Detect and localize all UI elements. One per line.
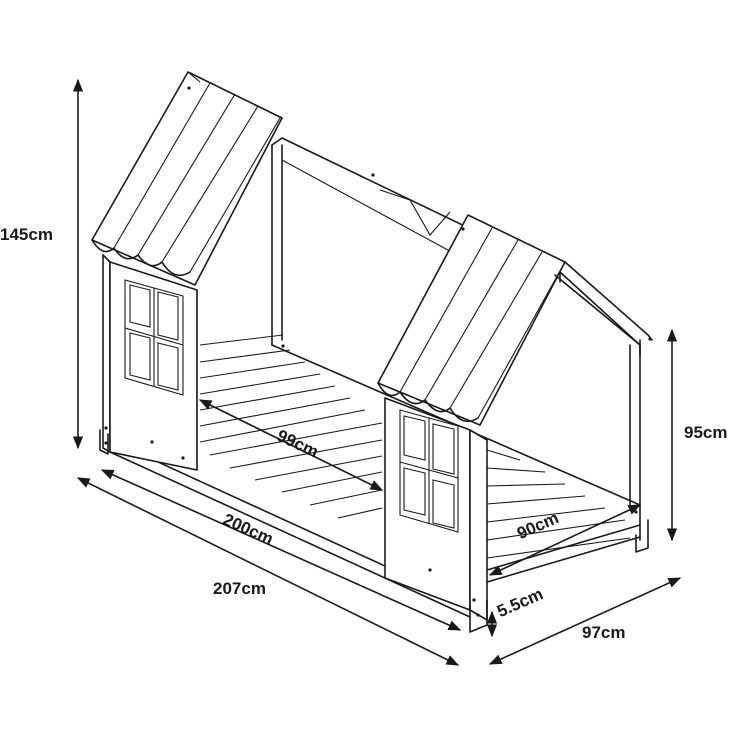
dim-line-width-inner: [488, 504, 642, 576]
dim-line-slat-span: [198, 399, 384, 491]
right-roof: [377, 214, 653, 426]
label-height-side: 95cm: [684, 423, 728, 442]
left-gable: [91, 71, 283, 471]
left-roof: [91, 71, 283, 286]
right-gable: [377, 214, 653, 621]
screw-dots: [104, 86, 652, 617]
dim-line-width-outer: [488, 577, 682, 665]
label-length-outer: 207cm: [213, 579, 266, 598]
label-height-total: 145cm: [0, 225, 53, 244]
dim-line-length-outer: [76, 477, 460, 666]
left-window: [124, 279, 184, 396]
label-width-outer: 97cm: [582, 623, 626, 642]
dimension-lines: [72, 78, 682, 666]
